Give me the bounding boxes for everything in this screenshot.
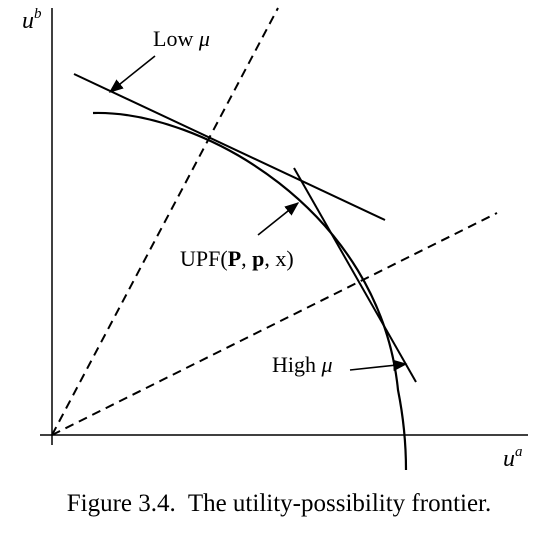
label-upf-prefix: UPF( <box>180 246 228 271</box>
y-axis-label: ub <box>22 6 42 34</box>
arrow-high-mu <box>349 359 408 372</box>
label-upf-sep1: , <box>241 246 252 271</box>
y-axis-label-sup: b <box>34 6 42 22</box>
label-upf-p-upper: P <box>228 246 241 271</box>
label-low-mu: Low μ <box>153 26 210 51</box>
upf-curve <box>92 111 408 471</box>
label-upf-p-lower: p <box>252 246 264 271</box>
label-high-mu: High μ <box>272 352 333 377</box>
tangent-line-high-mu <box>293 167 417 383</box>
x-axis-label: ua <box>503 444 523 472</box>
arrow-upf <box>257 202 300 236</box>
label-high-mu-text: High <box>272 352 322 377</box>
caption-figure-number: Figure 3.4. <box>66 490 176 517</box>
label-high-mu-symbol: μ <box>321 352 333 377</box>
x-axis-label-base: u <box>503 446 515 472</box>
dashed-ray-shallow <box>51 212 498 436</box>
arrow-low-mu <box>108 55 156 93</box>
caption-gap <box>176 490 188 517</box>
label-upf-sep2: , <box>264 246 275 271</box>
label-upf: UPF(P, p, x) <box>180 246 294 271</box>
label-low-mu-symbol: μ <box>198 26 210 51</box>
caption-text: The utility-possibility frontier. <box>187 490 492 517</box>
dashed-ray-steep <box>51 7 279 436</box>
y-axis-label-base: u <box>22 8 34 34</box>
x-axis-label-sup: a <box>515 444 523 460</box>
tangent-line-low-mu <box>73 73 386 221</box>
figure-caption: Figure 3.4. The utility-possibility fron… <box>0 490 558 518</box>
label-low-mu-text: Low <box>153 26 199 51</box>
label-upf-suffix: x) <box>275 246 293 271</box>
